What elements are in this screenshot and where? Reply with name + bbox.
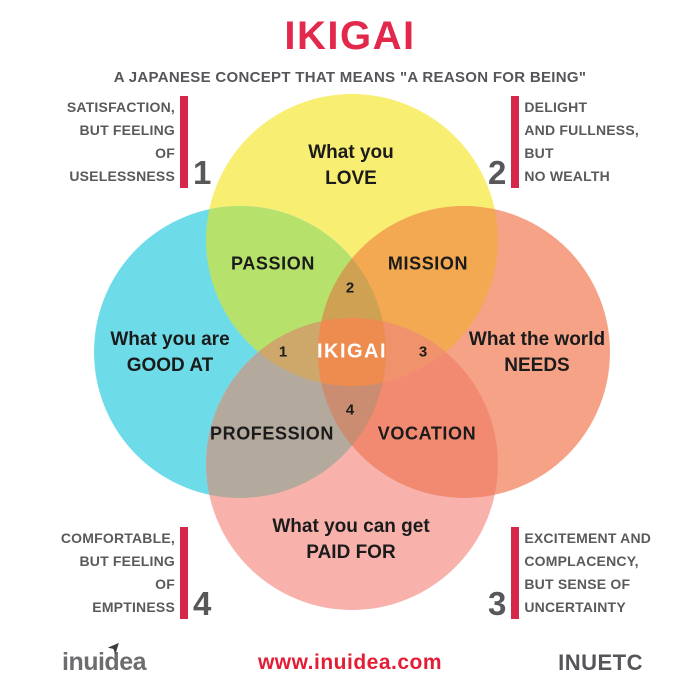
label-ikigai-center: IKIGAI <box>316 340 388 363</box>
marker-3: 3 <box>418 343 428 361</box>
annotation-bottom-right-text: EXCITEMENT AND COMPLACENCY, BUT SENSE OF… <box>524 527 674 619</box>
inuidea-logo-text: inuidea <box>62 648 147 676</box>
label-good-at-line1: What you are <box>110 329 230 350</box>
annotation-line: EXCITEMENT AND <box>524 530 652 546</box>
label-paid-for-line2: PAID FOR <box>306 542 396 563</box>
label-mission: MISSION <box>387 253 469 274</box>
annotation-line: BUT SENSE OF <box>524 576 631 592</box>
label-love-line2: LOVE <box>325 168 377 189</box>
annotation-line: BUT <box>524 145 554 161</box>
label-paid-for-line1: What you can get <box>272 516 430 537</box>
annotation-line: OF <box>155 145 175 161</box>
label-good-at-line2: GOOD AT <box>126 355 214 376</box>
annotation-number-4: 4 <box>193 585 212 622</box>
annotation-bottom-right: 3 EXCITEMENT AND COMPLACENCY, BUT SENSE … <box>488 527 674 622</box>
page-title: IKIGAI <box>284 14 416 58</box>
red-bar <box>180 96 188 188</box>
annotation-line: EMPTINESS <box>92 599 175 615</box>
annotation-top-left: SATISFACTION, BUT FEELING OF USELESSNESS… <box>57 96 212 191</box>
annotation-line: BUT FEELING <box>79 553 175 569</box>
label-love-line1: What you <box>308 142 394 163</box>
annotation-top-right: 2 DELIGHT AND FULLNESS, BUT NO WEALTH <box>488 96 674 191</box>
website-url: www.inuidea.com <box>257 651 443 674</box>
annotation-top-left-text: SATISFACTION, BUT FEELING OF USELESSNESS <box>57 96 175 188</box>
annotation-line: AND FULLNESS, <box>524 122 639 138</box>
annotation-bottom-left-text: COMFORTABLE, BUT FEELING OF EMPTINESS <box>57 527 175 619</box>
red-bar <box>511 527 520 619</box>
label-passion: PASSION <box>231 253 315 274</box>
annotation-number-1: 1 <box>193 154 212 191</box>
annotation-line: OF <box>155 576 175 592</box>
red-bar <box>180 527 188 619</box>
inuidea-logo: inuidea ➤ <box>62 638 147 677</box>
red-bar <box>511 96 520 188</box>
label-needs-line1: What the world <box>468 329 606 350</box>
annotation-number-2: 2 <box>488 154 507 191</box>
page-subtitle: A JAPANESE CONCEPT THAT MEANS "A REASON … <box>113 69 587 86</box>
annotation-top-right-text: DELIGHT AND FULLNESS, BUT NO WEALTH <box>524 96 674 188</box>
label-vocation: VOCATION <box>377 423 477 444</box>
annotation-line: COMPLACENCY, <box>524 553 639 569</box>
label-what-you-love: What you LOVE <box>308 140 394 192</box>
marker-2: 2 <box>345 279 355 297</box>
label-what-you-can-get-paid-for: What you can get PAID FOR <box>272 514 429 566</box>
label-what-the-world-needs: What the world NEEDS <box>469 327 605 379</box>
label-what-you-are-good-at: What you are GOOD AT <box>110 327 229 379</box>
annotation-number-3: 3 <box>488 585 507 622</box>
annotation-line: BUT FEELING <box>79 122 175 138</box>
marker-4: 4 <box>345 401 355 419</box>
annotation-line: USELESSNESS <box>69 168 175 184</box>
annotation-line: NO WEALTH <box>524 168 610 184</box>
label-needs-line2: NEEDS <box>504 355 570 376</box>
annotation-line: COMFORTABLE, <box>60 530 175 546</box>
brand-name: INUETC <box>558 650 643 675</box>
annotation-line: DELIGHT <box>524 99 588 115</box>
label-profession: PROFESSION <box>209 423 335 444</box>
annotation-line: SATISFACTION, <box>66 99 175 115</box>
annotation-line: UNCERTAINTY <box>524 599 626 615</box>
marker-1: 1 <box>278 343 288 361</box>
annotation-bottom-left: COMFORTABLE, BUT FEELING OF EMPTINESS 4 <box>57 527 212 622</box>
region-ikigai-center <box>318 318 386 386</box>
